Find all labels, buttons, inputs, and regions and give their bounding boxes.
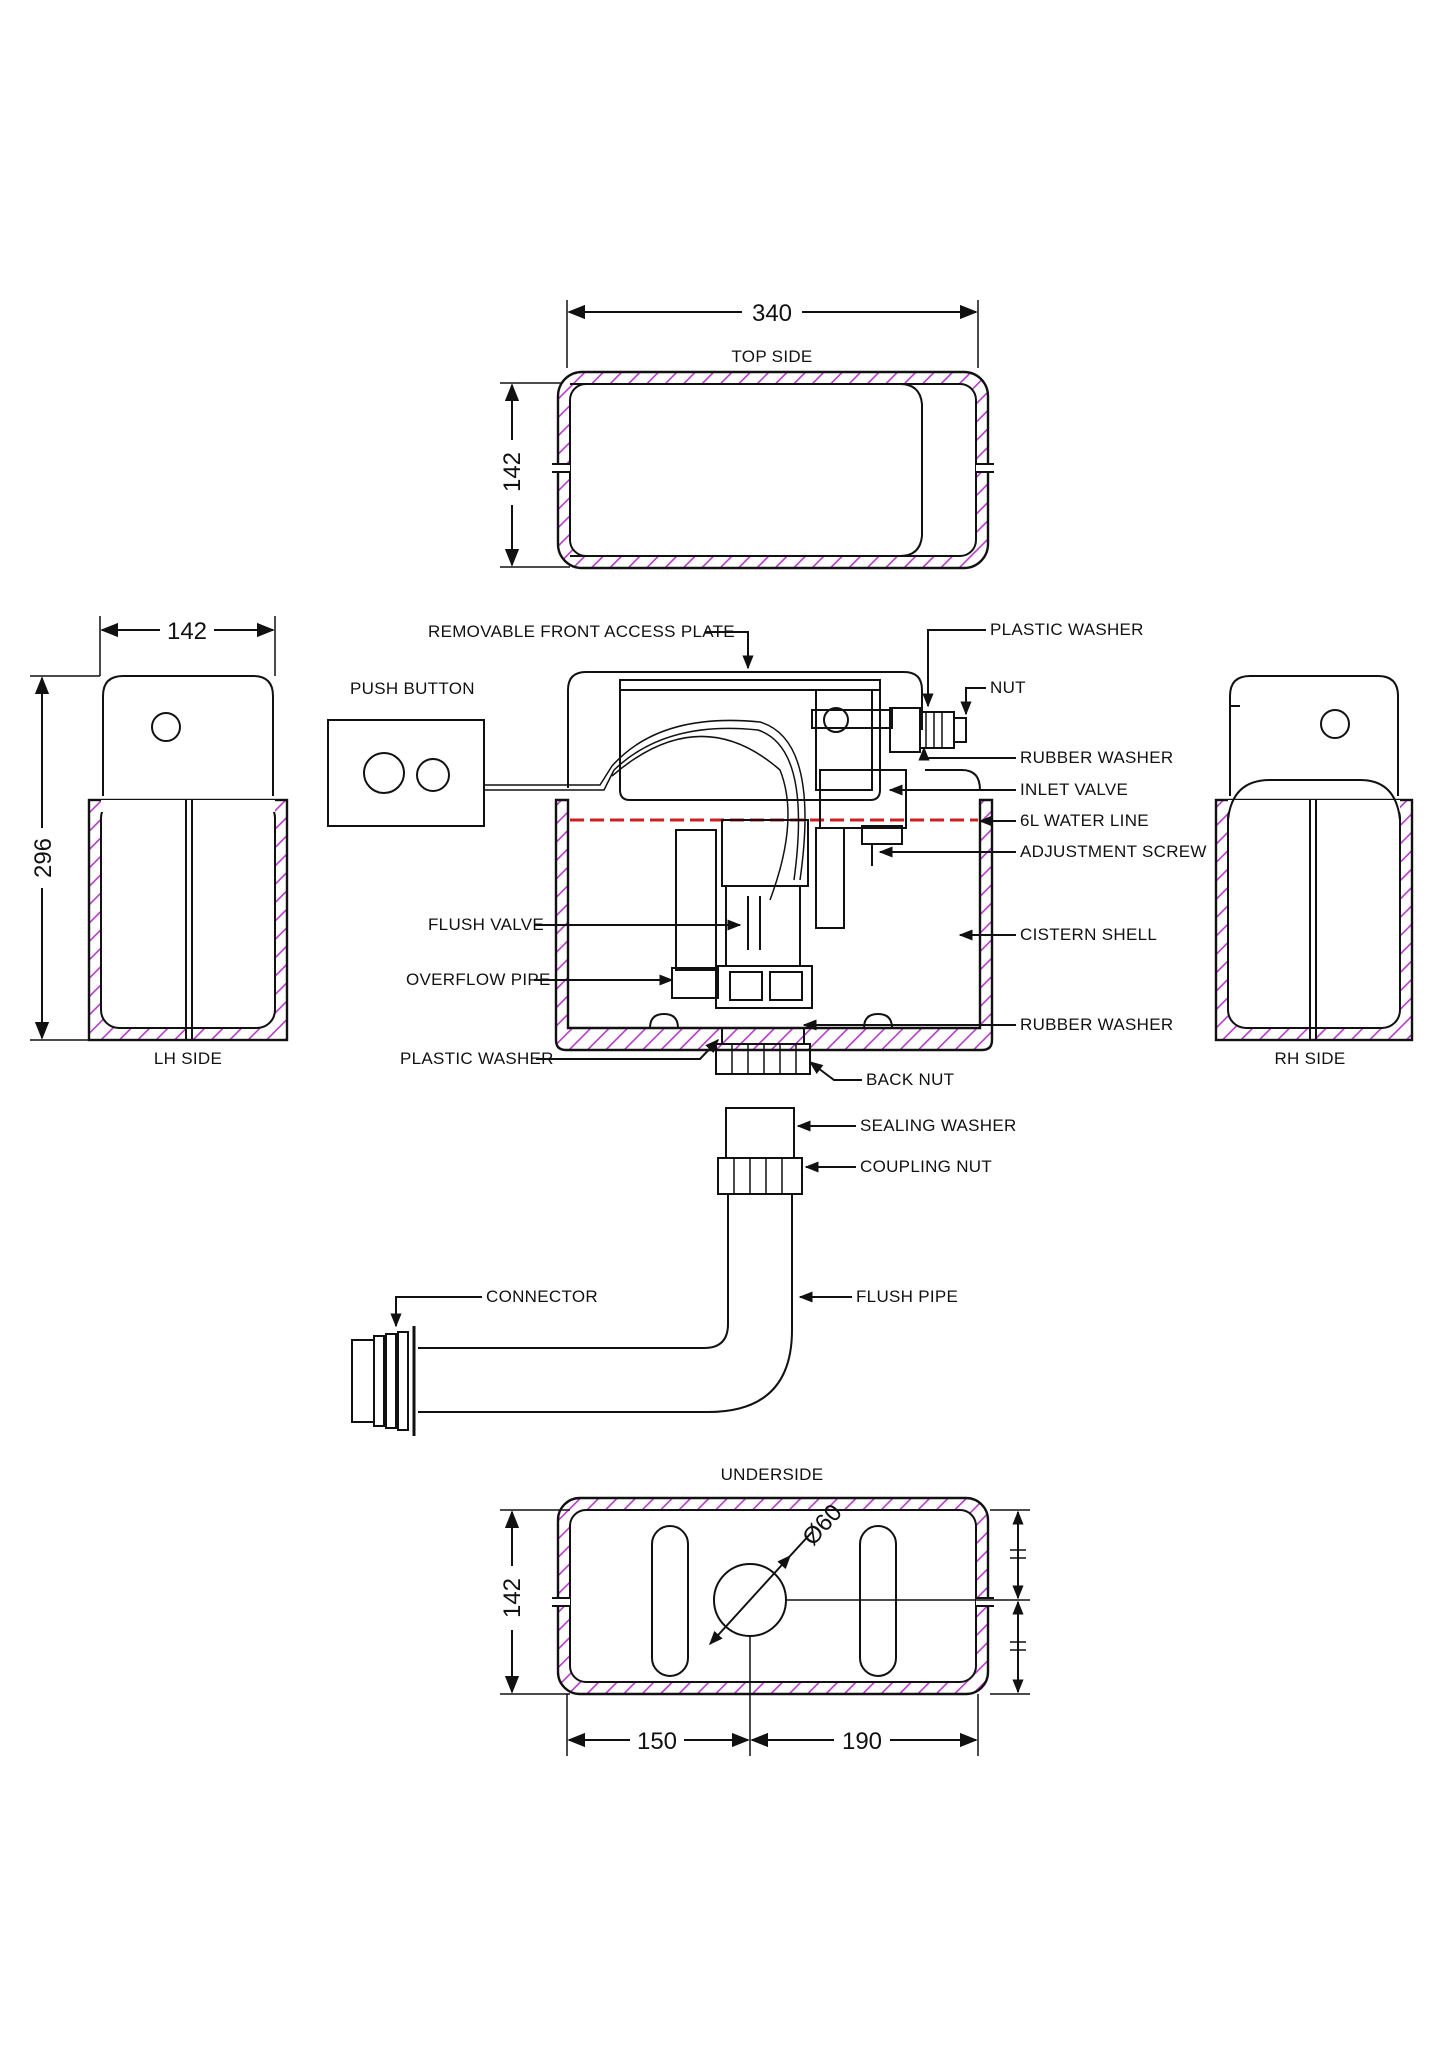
push-button-label: PUSH BUTTON <box>350 679 475 698</box>
label-connector: CONNECTOR <box>486 1287 598 1306</box>
label-adjustment-screw: ADJUSTMENT SCREW <box>1020 842 1207 861</box>
label-rubber-washer-top: RUBBER WASHER <box>1020 748 1173 767</box>
label-coupling-nut: COUPLING NUT <box>860 1157 992 1176</box>
label-plastic-washer-bottom: PLASTIC WASHER <box>400 1049 554 1068</box>
dimension-outlet-right: 190 <box>842 1728 882 1755</box>
label-rubber-washer-bottom: RUBBER WASHER <box>1020 1015 1173 1034</box>
label-overflow-pipe: OVERFLOW PIPE <box>406 970 551 989</box>
dimension-top-width: 340 <box>752 300 792 327</box>
front-view-callouts: REMOVABLE FRONT ACCESS PLATE PLASTIC WAS… <box>400 620 1207 1089</box>
lh-side-title: LH SIDE <box>154 1049 222 1068</box>
push-button: PUSH BUTTON <box>327 679 615 827</box>
dimension-lh-depth: 142 <box>167 618 207 645</box>
top-side-view: 340 TOP SIDE 142 <box>499 300 994 570</box>
flush-pipe-assembly: SEALING WASHER COUPLING NUT CONNECTOR FL… <box>351 1107 1017 1436</box>
underside-title: UNDERSIDE <box>721 1465 824 1484</box>
label-plastic-washer-top: PLASTIC WASHER <box>990 620 1144 639</box>
rh-side-title: RH SIDE <box>1274 1049 1345 1068</box>
rh-side-view: RH SIDE <box>1214 675 1414 1068</box>
label-flush-valve: FLUSH VALVE <box>428 915 544 934</box>
lh-side-view: 142 296 LH SIDE <box>30 616 289 1068</box>
front-view <box>554 671 994 1075</box>
label-nut: NUT <box>990 678 1026 697</box>
label-sealing-washer: SEALING WASHER <box>860 1116 1017 1135</box>
dimension-under-depth: 142 <box>499 1578 526 1618</box>
label-back-nut: BACK NUT <box>866 1070 954 1089</box>
dimension-top-depth: 142 <box>499 452 526 492</box>
label-removable-plate: REMOVABLE FRONT ACCESS PLATE <box>428 622 735 641</box>
underside-view: UNDERSIDE Ø60 142 <box>499 1465 1030 1756</box>
top-side-title: TOP SIDE <box>731 347 812 366</box>
label-inlet-valve: INLET VALVE <box>1020 780 1128 799</box>
dimension-height: 296 <box>30 838 57 878</box>
dimension-outlet-left: 150 <box>637 1728 677 1755</box>
label-water-line: 6L WATER LINE <box>1020 811 1149 830</box>
label-flush-pipe: FLUSH PIPE <box>856 1287 958 1306</box>
label-cistern-shell: CISTERN SHELL <box>1020 925 1157 944</box>
